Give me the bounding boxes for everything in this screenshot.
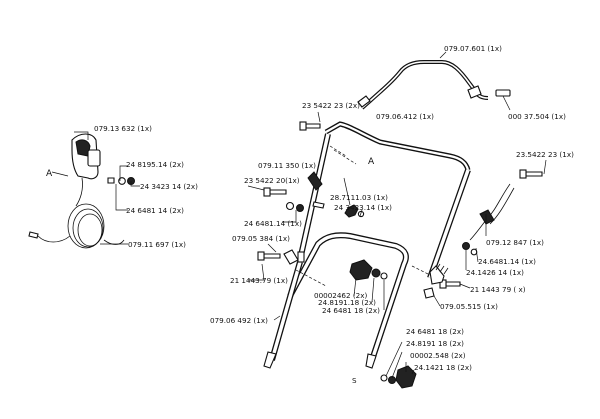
callout-000-37-504: 000 37.504 (1x) [508, 112, 566, 121]
callout-21-1443-79-center: 21 1443.79 (1x) [230, 276, 288, 285]
callout-23-5422-23-right: 23.5422 23 (1x) [516, 150, 574, 159]
center-hardware [247, 111, 388, 321]
callout-24-6481-14-right: 24.6481.14 (1x) [478, 257, 536, 266]
upper-handle-bar-part [357, 51, 511, 111]
callout-24-8191-18-bottom: 24.8191 18 (2x) [406, 339, 464, 348]
bolt-part-right-2 [445, 281, 461, 287]
reference-mark-s: S [352, 376, 357, 385]
handle-knob-part [349, 259, 373, 281]
callout-00002-548: 00002.548 (2x) [410, 351, 466, 360]
callout-079-05-384: 079.05 384 (1x) [232, 234, 290, 243]
callout-23-5422-23-top: 23 5422 23 (2x) [302, 101, 360, 110]
bolt-head-part [299, 121, 307, 131]
bottom-hardware [380, 341, 417, 389]
callout-21-1443-79-right: 21 1443 79 ( x) [470, 285, 526, 294]
callout-23-5422-20: 23 5422 20(1x) [244, 176, 300, 185]
sleeve-part [429, 265, 445, 285]
callout-079-11-350: 079.11 350 (1x) [258, 161, 316, 170]
callout-079-13-632: 079.13 632 (1x) [94, 124, 152, 133]
cable-clip-part [307, 171, 323, 191]
nut-part-2 [296, 204, 304, 212]
center-washer-part [380, 272, 388, 280]
callout-079-05-515: 079.05.515 (1x) [440, 302, 498, 311]
bolt-part-3 [263, 253, 281, 259]
callout-24-3423-14-center: 24 3423.14 (1x) [334, 203, 392, 212]
reference-mark-a-right: A [368, 157, 375, 167]
callout-24-8195-14: 24 8195.14 (2x) [126, 160, 184, 169]
cable-clamp-part [479, 209, 495, 225]
callout-28-7111-03: 28.7111.03 (1x) [330, 193, 388, 202]
coiled-cable-part [28, 177, 125, 249]
callout-00002462: 00002462 (2x) [314, 291, 367, 300]
screw-part [107, 177, 115, 184]
callout-24-3423-14: 24 3423 14 (2x) [140, 182, 198, 191]
callout-079-11-697: 079.11 697 (1x) [128, 240, 186, 249]
handle-plug-part [495, 89, 511, 97]
callout-24-6481-14-left: 24 6481 14 (2x) [126, 206, 184, 215]
callout-079-12-847: 079.12 847 (1x) [486, 238, 544, 247]
bottom-washer-part [380, 374, 388, 382]
reference-mark-a-left: A [46, 169, 53, 179]
callout-079-06-492: 079.06 492 (1x) [210, 316, 268, 325]
callout-079-07-601: 079.07.601 (1x) [444, 44, 502, 53]
callout-24-1421-18: 24.1421 18 (2x) [414, 363, 472, 372]
bolt-part-right [525, 171, 543, 177]
callout-24-6481-18-bottom: 24 6481 18 (2x) [406, 327, 464, 336]
star-knob-part [344, 204, 359, 218]
callout-24-1426-14: 24.1426 14 (1x) [466, 268, 524, 277]
cable-assembly-left [28, 131, 140, 249]
callout-24-6481-18-center: 24 6481 18 (2x) [322, 306, 380, 315]
callout-labels: 079.07.601 (1x) 000 37.504 (1x) 079.06.4… [46, 44, 574, 385]
callout-24-8191-18-center: 24.8191.18 (2x) [318, 298, 376, 307]
right-cable-assembly [423, 159, 547, 307]
callout-24-6481-14-center: 24 6481.14 (1x) [244, 219, 302, 228]
center-nut-part [371, 268, 381, 278]
callout-079-06-412: 079.06.412 (1x) [376, 112, 434, 121]
nut-part-right [462, 242, 470, 250]
washer-part-2 [285, 201, 295, 211]
main-handle-frame-part [263, 121, 471, 369]
lever-clip-part [87, 149, 101, 167]
bolt-part-2 [269, 189, 287, 195]
bottom-knob-part [395, 365, 417, 389]
bolt-part [305, 123, 321, 129]
